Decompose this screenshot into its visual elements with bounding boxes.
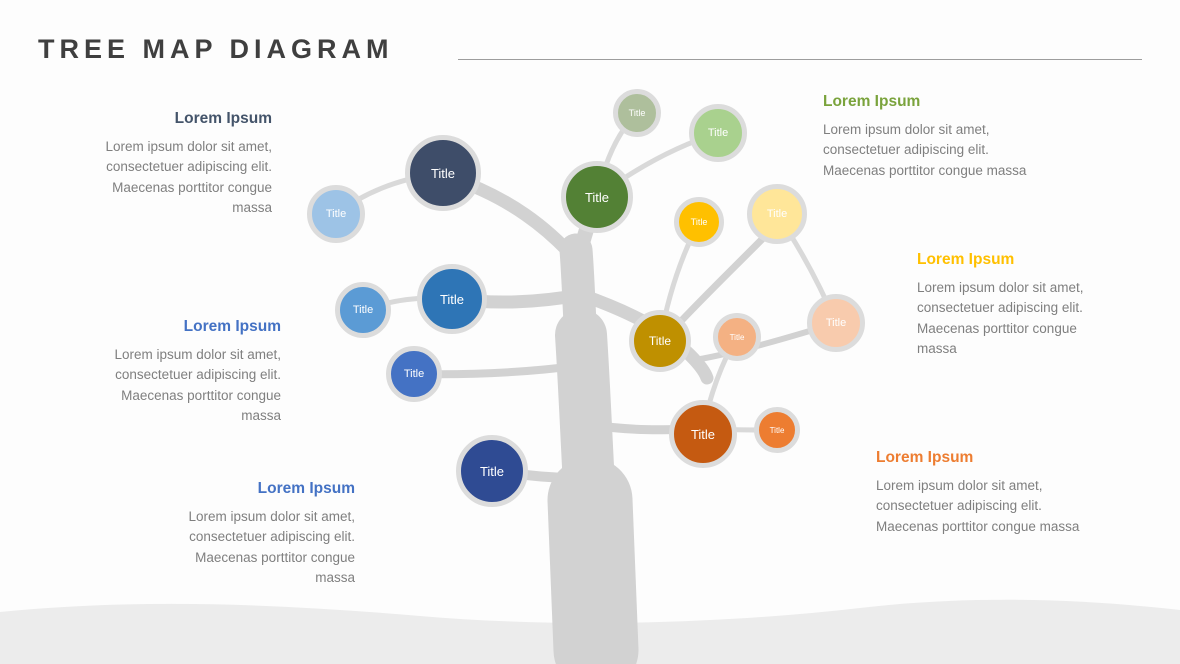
tree-node-peach-light[interactable]: Title <box>807 294 865 352</box>
text-block-bottom-left: Lorem Ipsum Lorem ipsum dolor sit amet, … <box>155 480 355 588</box>
tree-node-olive[interactable]: Title <box>629 310 691 372</box>
text-block-heading: Lorem Ipsum <box>257 480 355 497</box>
text-block-heading: Lorem Ipsum <box>823 93 921 110</box>
tree-node-lightblue-small[interactable]: Title <box>335 282 391 338</box>
tree-node-blue-small[interactable]: Title <box>386 346 442 402</box>
tree-node-lightblue-left[interactable]: Title <box>307 185 365 243</box>
slide-title: TREE MAP DIAGRAM <box>38 34 394 64</box>
text-block-middle-right: Lorem Ipsum Lorem ipsum dolor sit amet, … <box>917 251 1102 359</box>
tree-node-green-dark[interactable]: Title <box>561 161 633 233</box>
tree-node-navy-large[interactable]: Title <box>405 135 481 211</box>
text-block-bottom-right: Lorem Ipsum Lorem ipsum dolor sit amet, … <box>876 449 1088 537</box>
tree-node-darkblue-bottom[interactable]: Title <box>456 435 528 507</box>
tree-node-sage-small[interactable]: Title <box>613 89 661 137</box>
tree-node-yellow-light[interactable]: Title <box>747 184 807 244</box>
text-block-middle-left: Lorem Ipsum Lorem ipsum dolor sit amet, … <box>106 318 281 426</box>
tree-node-green-light[interactable]: Title <box>689 104 747 162</box>
text-block-heading: Lorem Ipsum <box>917 251 1015 268</box>
text-block-heading: Lorem Ipsum <box>183 318 281 335</box>
title-divider-line <box>458 59 1142 60</box>
tree-node-peach-small[interactable]: Title <box>713 313 761 361</box>
text-block-body: Lorem ipsum dolor sit amet, consectetuer… <box>114 347 281 423</box>
tree-node-blue-mid[interactable]: Title <box>417 264 487 334</box>
tree-node-orange-dark[interactable]: Title <box>669 400 737 468</box>
text-block-body: Lorem ipsum dolor sit amet, consectetuer… <box>105 139 272 215</box>
text-block-top-left: Lorem Ipsum Lorem ipsum dolor sit amet, … <box>72 110 272 218</box>
text-block-top-right: Lorem Ipsum Lorem ipsum dolor sit amet, … <box>823 93 1028 181</box>
text-block-heading: Lorem Ipsum <box>174 110 272 127</box>
tree-node-yellow-small[interactable]: Title <box>674 197 724 247</box>
text-block-body: Lorem ipsum dolor sit amet, consectetuer… <box>823 122 1027 178</box>
text-block-body: Lorem ipsum dolor sit amet, consectetuer… <box>876 478 1080 534</box>
tree-node-orange-small[interactable]: Title <box>754 407 800 453</box>
text-block-body: Lorem ipsum dolor sit amet, consectetuer… <box>188 509 355 585</box>
text-block-body: Lorem ipsum dolor sit amet, consectetuer… <box>917 280 1084 356</box>
text-block-heading: Lorem Ipsum <box>876 449 974 466</box>
